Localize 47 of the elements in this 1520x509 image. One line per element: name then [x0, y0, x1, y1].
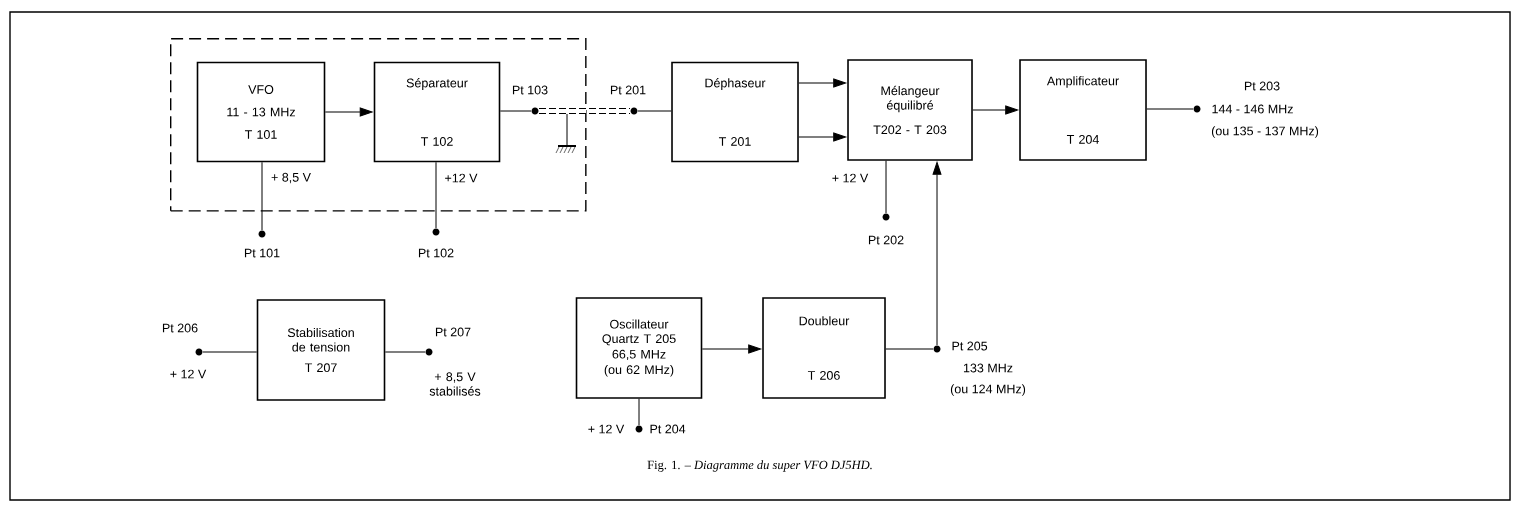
point-label: 144 - 146 MHz	[1212, 104, 1293, 114]
connector	[1146, 108, 1194, 110]
process-box: Mélangeur équilibré T202 - T 203	[847, 59, 973, 161]
connector	[539, 108, 630, 114]
connector	[637, 110, 672, 112]
point-label: Pt 205	[952, 341, 988, 351]
connector	[324, 107, 373, 117]
process-box: Séparateur T 102	[373, 61, 501, 163]
point-label: + 8,5 V stabilisés	[429, 372, 481, 396]
process-box: Doubleur T 206	[762, 297, 886, 399]
edge-label: + 12 V	[830, 172, 870, 184]
connector	[384, 351, 426, 353]
point-label: Pt 103	[512, 85, 548, 95]
process-box: Stabilisation de tension T 207	[256, 299, 386, 401]
caption: Fig. 1. – Diagramme du super VFO DJ5HD.	[647, 460, 872, 472]
connector	[885, 160, 887, 214]
point-label: Pt 202	[868, 235, 904, 245]
point-label: Pt 207	[435, 327, 471, 337]
connector	[701, 344, 762, 354]
edge-label: + 12 V	[586, 423, 626, 435]
connector	[202, 351, 258, 353]
point-label: Pt 204	[650, 424, 686, 434]
point-label: (ou 124 MHz)	[950, 384, 1026, 396]
connector	[798, 78, 847, 88]
point-label: Pt 102	[418, 248, 454, 258]
connector	[261, 161, 263, 231]
process-box: VFO 11 - 13 MHz T 101	[196, 61, 326, 163]
connector	[972, 105, 1019, 115]
edge-label: + 8,5 V	[270, 171, 312, 185]
dashed-enclosure	[170, 38, 587, 212]
point-label: (ou 135 - 137 MHz)	[1211, 126, 1319, 138]
edge-label: +12 V	[443, 172, 479, 184]
point-label: 133 MHz	[963, 363, 1013, 373]
process-box: Oscillateur Quartz T 205 66,5 MHz (ou 62 MHz)	[575, 297, 703, 399]
point-label: Pt 203	[1244, 81, 1280, 91]
connector	[798, 132, 847, 142]
point-label: Pt 201	[610, 85, 646, 95]
process-box: Amplificateur T 204	[1019, 59, 1147, 161]
connector	[932, 161, 942, 346]
connector	[638, 398, 640, 426]
connector	[499, 110, 532, 112]
point-label: + 12 V	[170, 369, 207, 379]
point-label: Pt 101	[244, 248, 280, 258]
process-box: Déphaseur T 201	[671, 61, 799, 163]
connector	[885, 348, 934, 350]
point-label: Pt 206	[162, 323, 198, 333]
connector	[435, 161, 437, 229]
